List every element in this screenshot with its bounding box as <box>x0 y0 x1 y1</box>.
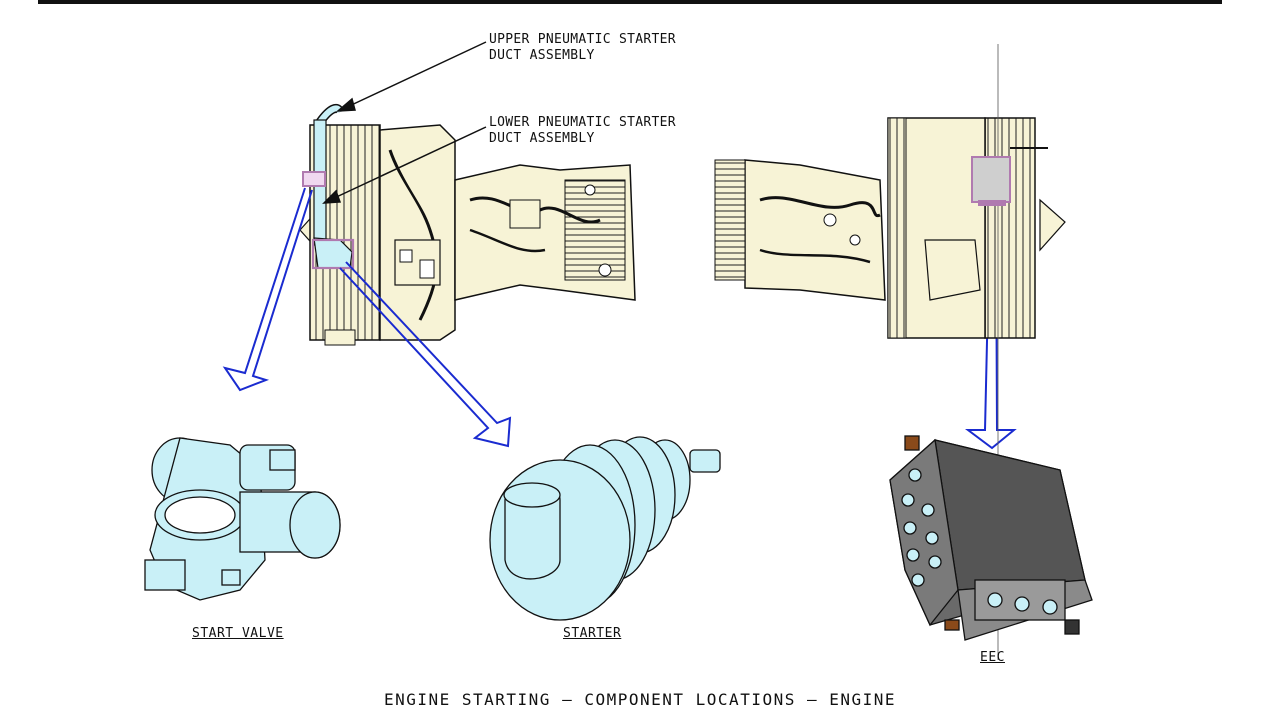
starter-illustration <box>489 436 721 621</box>
upper-duct-label: UPPER PNEUMATIC STARTER DUCT ASSEMBLY <box>489 32 676 64</box>
eec-label: EEC <box>980 650 1005 665</box>
upper-duct-label-line1: UPPER PNEUMATIC STARTER <box>489 32 676 47</box>
left-engine <box>299 103 636 346</box>
upper-duct-label-line2: DUCT ASSEMBLY <box>489 48 595 63</box>
eec-illustration <box>889 435 1093 641</box>
right-engine <box>714 44 1066 660</box>
top-border <box>38 0 1222 4</box>
figure-caption-text: ENGINE STARTING — COMPONENT LOCATIONS — … <box>383 690 897 709</box>
pointer-arrows <box>222 187 1017 450</box>
lower-duct-label-line2: DUCT ASSEMBLY <box>489 131 595 146</box>
lower-duct-label: LOWER PNEUMATIC STARTER DUCT ASSEMBLY <box>489 115 676 147</box>
start-valve-label: START VALVE <box>192 626 284 641</box>
start-valve-illustration <box>144 437 341 601</box>
starter-label: STARTER <box>563 626 622 641</box>
figure-caption: ENGINE STARTING — COMPONENT LOCATIONS — … <box>0 690 1280 709</box>
leader-lines <box>322 41 487 204</box>
lower-duct-label-line1: LOWER PNEUMATIC STARTER <box>489 115 676 130</box>
